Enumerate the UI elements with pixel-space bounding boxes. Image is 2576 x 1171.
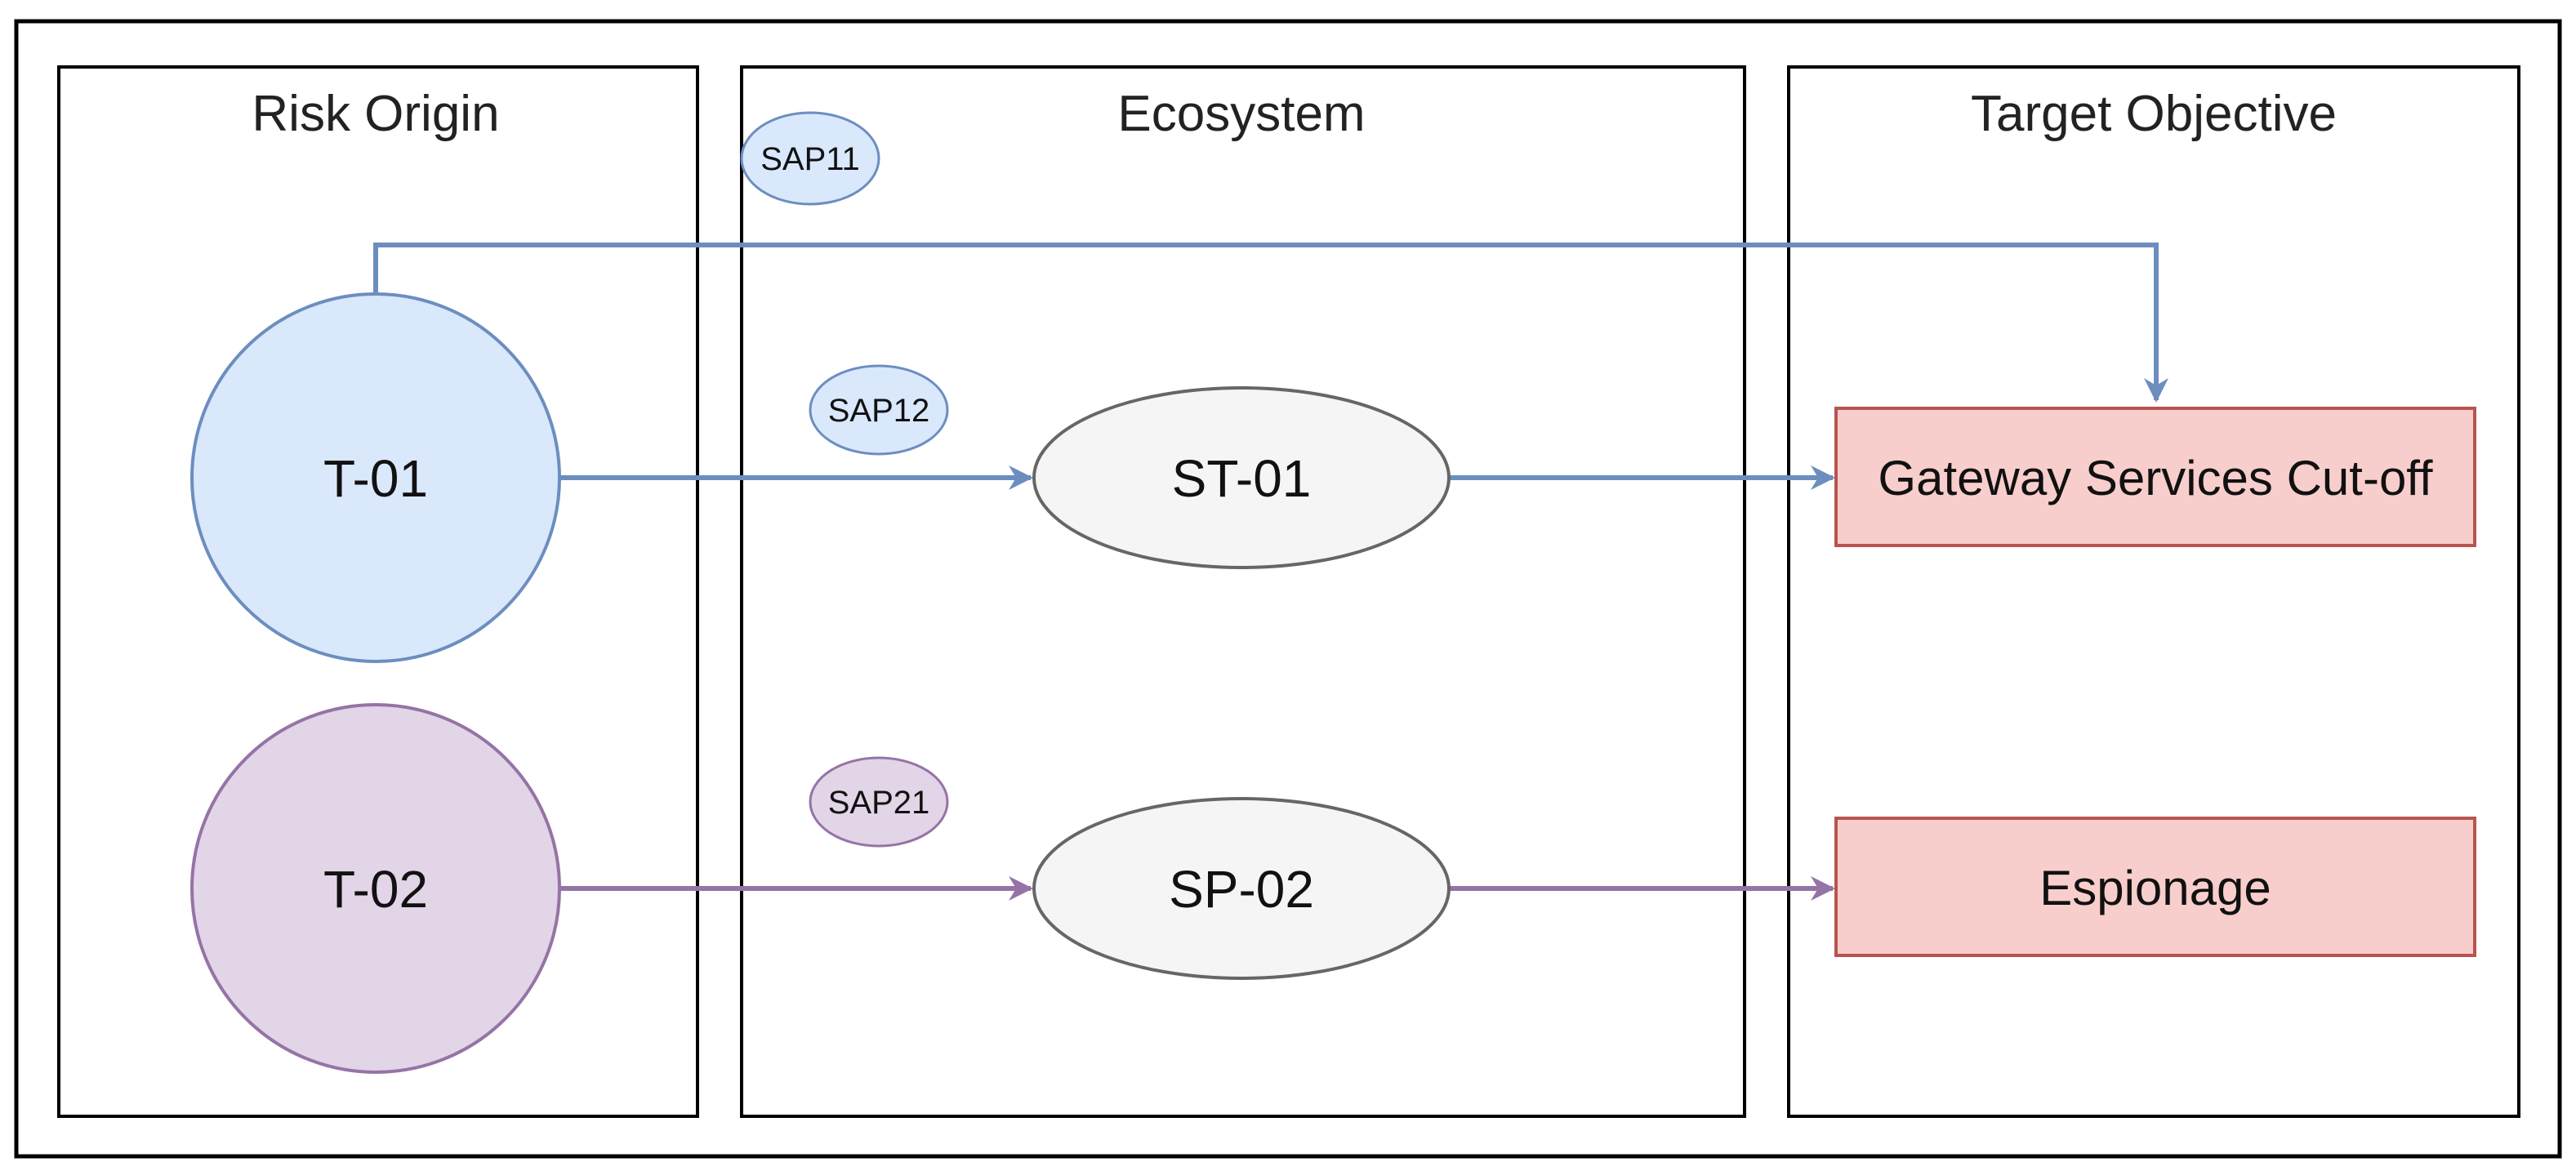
risk-source-t02[interactable]: T-02: [190, 703, 561, 1074]
stakeholder-st01[interactable]: ST-01: [1032, 386, 1451, 569]
path-sap12-label: SAP12: [828, 393, 930, 429]
objective-espionage[interactable]: Espionage: [1834, 817, 2476, 957]
lane-target-objective-title: Target Objective: [1971, 86, 2337, 142]
path-sap12-badge[interactable]: [809, 364, 949, 456]
stakeholder-sp02-label: SP-02: [1169, 860, 1314, 919]
risk-source-t01-circle[interactable]: [190, 292, 561, 663]
lane-target-objective-box: [1787, 65, 2520, 1118]
risk-source-t02-circle[interactable]: [190, 703, 561, 1074]
lane-ecosystem-box: [740, 65, 1746, 1118]
objective-gateway-label: Gateway Services Cut-off: [1878, 451, 2432, 505]
risk-source-t01-label: T-01: [323, 449, 428, 508]
lane-ecosystem: Ecosystem: [740, 65, 1746, 1118]
lane-risk-origin-title: Risk Origin: [252, 86, 499, 142]
stakeholder-st01-label: ST-01: [1172, 449, 1312, 508]
lane-risk-origin: Risk Origin: [57, 65, 699, 1118]
path-sap11-badge[interactable]: [740, 111, 880, 206]
path-sap11[interactable]: SAP11: [740, 111, 880, 206]
lane-risk-origin-box: [57, 65, 699, 1118]
edge-t01-to-gateway[interactable]: [373, 243, 2168, 403]
objective-gateway-services-cut-off[interactable]: Gateway Services Cut-off: [1834, 407, 2476, 547]
edges: [373, 243, 2168, 901]
stakeholder-st01-ellipse[interactable]: [1032, 386, 1451, 569]
objective-espionage-box[interactable]: [1834, 817, 2476, 957]
stakeholder-sp02[interactable]: SP-02: [1032, 797, 1451, 980]
path-sap11-label: SAP11: [760, 141, 860, 177]
lane-target-objective: Target Objective: [1787, 65, 2520, 1118]
path-sap12[interactable]: SAP12: [809, 364, 949, 456]
risk-source-t02-label: T-02: [323, 860, 428, 919]
path-sap21-label: SAP21: [828, 785, 930, 821]
path-sap21[interactable]: SAP21: [809, 756, 949, 848]
lane-ecosystem-title: Ecosystem: [1117, 86, 1365, 142]
path-sap21-badge[interactable]: [809, 756, 949, 848]
risk-source-t01[interactable]: T-01: [190, 292, 561, 663]
objective-gateway-box[interactable]: [1834, 407, 2476, 547]
objective-espionage-label: Espionage: [2039, 861, 2271, 915]
stakeholder-sp02-ellipse[interactable]: [1032, 797, 1451, 980]
